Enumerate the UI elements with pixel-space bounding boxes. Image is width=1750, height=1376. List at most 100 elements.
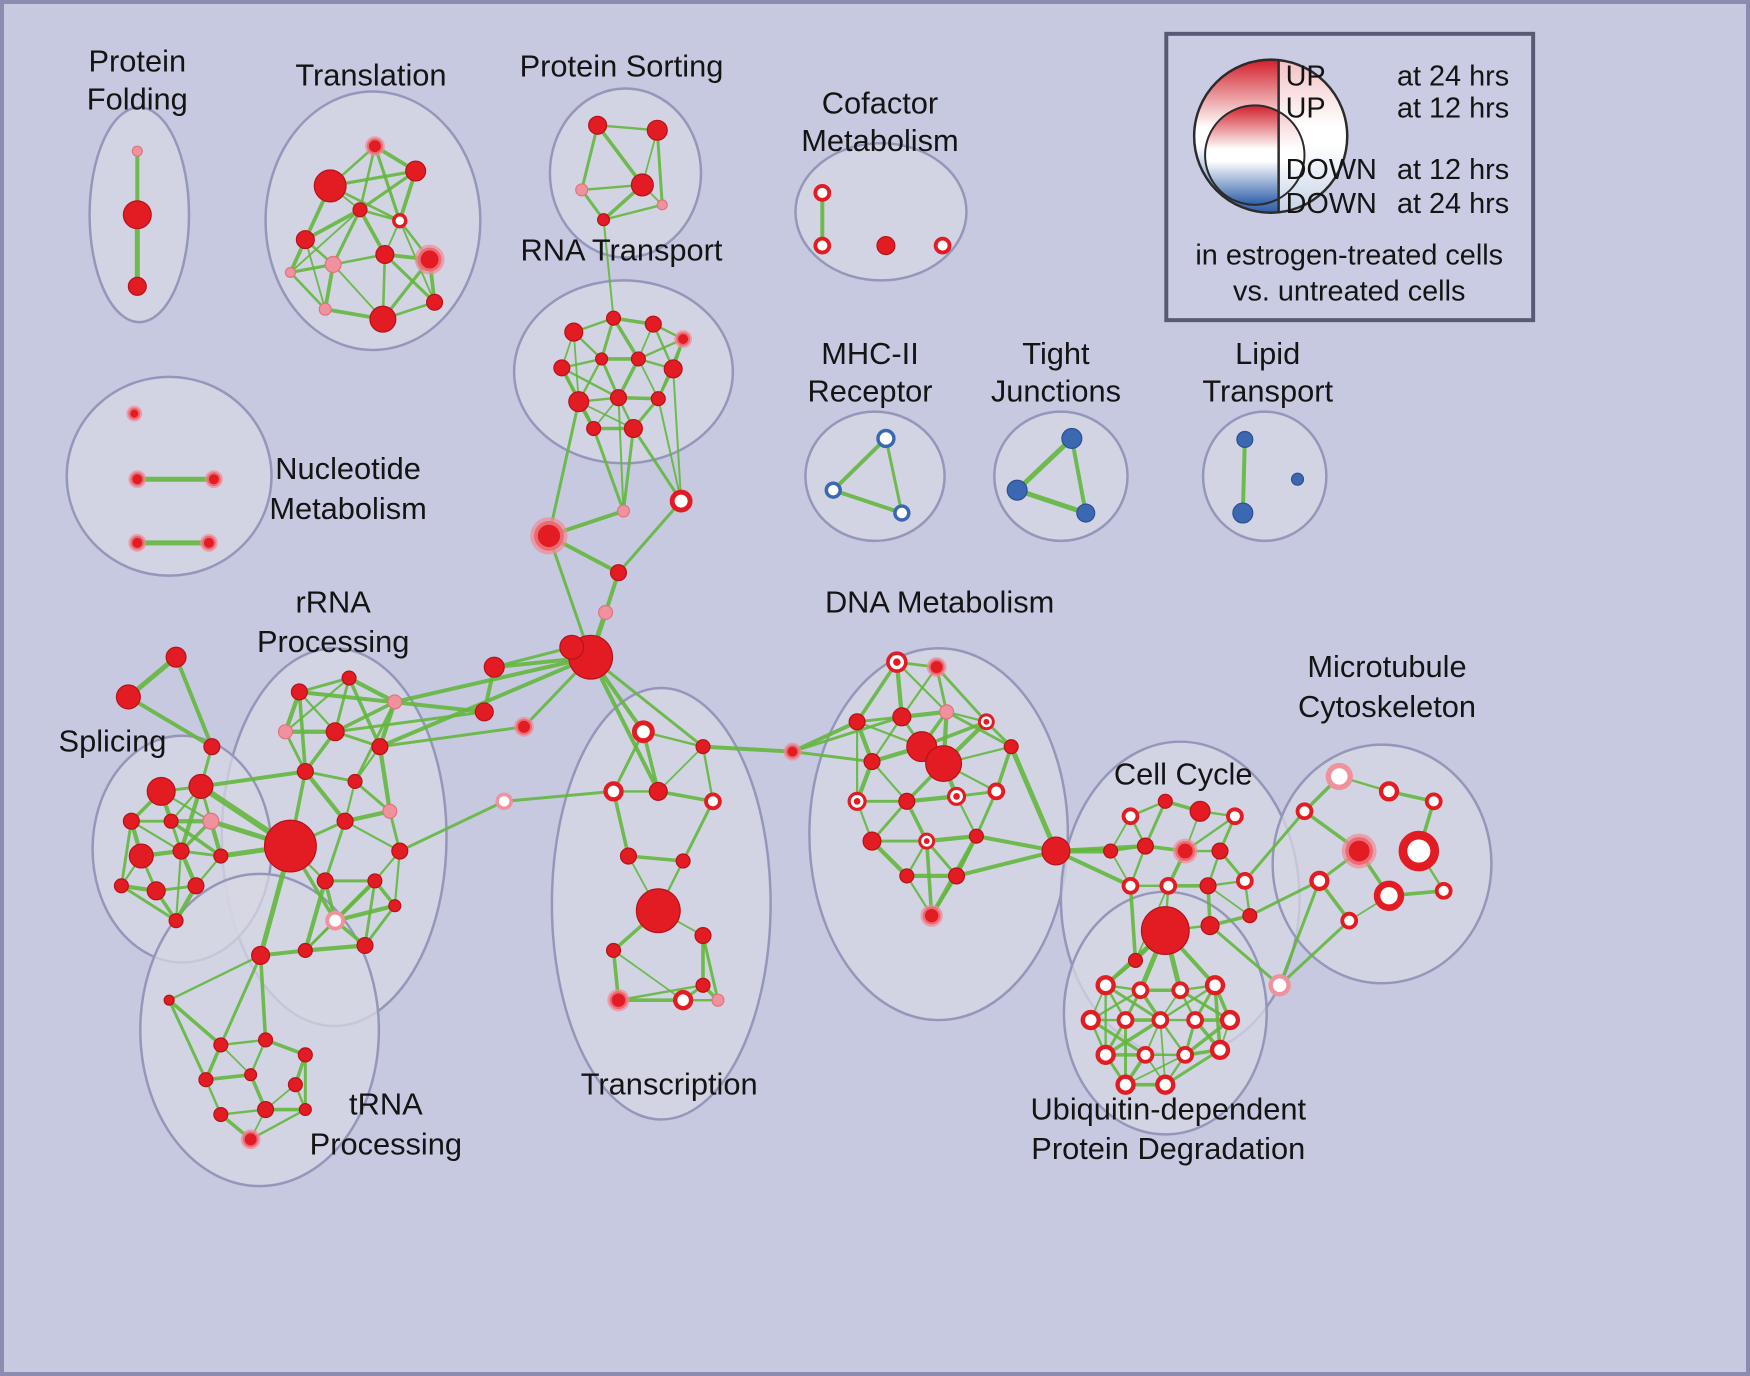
node-protein-folding:0 bbox=[131, 145, 143, 157]
node-protein-folding:2 bbox=[127, 276, 147, 296]
legend-footer-0: in estrogen-treated cells bbox=[1195, 239, 1503, 271]
edge-translation:9-translation:3 bbox=[304, 238, 327, 311]
ellipse-mhc bbox=[804, 410, 946, 543]
nodes bbox=[113, 115, 1453, 1150]
edge-cellcycle:14-microtubule:6 bbox=[1248, 879, 1321, 918]
edge-protein-sorting:1-protein-sorting:5 bbox=[655, 128, 664, 207]
node-microtubule:4 bbox=[1341, 833, 1377, 869]
node-cellcycle:3 bbox=[1226, 807, 1244, 826]
node-ubiquitin:13 bbox=[1115, 1074, 1136, 1095]
node-rrna:4 bbox=[325, 722, 345, 742]
node-core-dna:15 bbox=[923, 838, 930, 845]
node-cellcycle:5 bbox=[1136, 837, 1154, 855]
node-rrna:3 bbox=[277, 724, 294, 740]
node-transcription:0 bbox=[631, 720, 655, 744]
node-conn:1 bbox=[616, 504, 631, 518]
edge-transcription:2-transcription:5 bbox=[611, 789, 631, 858]
edge-translation:9-translation:12 bbox=[289, 271, 327, 311]
node-dna:7 bbox=[925, 745, 963, 783]
node-trna:3 bbox=[258, 1032, 274, 1048]
node-trna:5 bbox=[198, 1072, 214, 1088]
edge-splicing:2-splicing:6 bbox=[130, 820, 183, 853]
edge-translation:12-translation:4 bbox=[289, 208, 361, 274]
node-rrna:0 bbox=[290, 683, 308, 701]
edge-triangle:0-triangle:2 bbox=[174, 655, 214, 749]
node-dna:19 bbox=[920, 904, 943, 927]
edge-rna-transport:8-conn:2 bbox=[547, 400, 581, 538]
node-translation:6 bbox=[324, 255, 342, 274]
edge-splicing:10-splicing:11 bbox=[119, 884, 178, 923]
label-lipid-0: Lipid bbox=[1235, 336, 1300, 371]
node-dna:4 bbox=[939, 704, 955, 720]
edge-transcription:1-transcription:4 bbox=[701, 745, 715, 803]
edge-ubiquitin:3-ubiquitin:12 bbox=[1213, 983, 1222, 1052]
edge-rrna:15-rrna:12 bbox=[303, 878, 328, 953]
node-transcription:7 bbox=[635, 888, 681, 934]
node-transcription:4 bbox=[704, 792, 722, 811]
node-ubiquitin:7 bbox=[1186, 1011, 1205, 1029]
node-rna-transport:7 bbox=[663, 359, 683, 379]
node-cellcycle:13 bbox=[1200, 916, 1220, 936]
legend-time-3: at 24 hrs bbox=[1397, 188, 1509, 220]
edge-translation:1-translation:5 bbox=[373, 144, 402, 223]
node-transcription:9 bbox=[694, 927, 712, 945]
label-cofactor-0: Cofactor bbox=[822, 85, 938, 120]
edge-conn:11-dna:3 bbox=[790, 715, 904, 754]
edge-tight:0-tight:1 bbox=[1014, 435, 1075, 493]
node-trna:4 bbox=[297, 1047, 313, 1063]
node-translation:7 bbox=[375, 244, 395, 265]
edge-transcription:11-transcription:10 bbox=[617, 984, 705, 1002]
node-conn:12 bbox=[1041, 836, 1071, 866]
edge-rrna:9-rrna:11 bbox=[344, 820, 401, 853]
node-rrna:12 bbox=[316, 872, 334, 890]
node-rna-transport:4 bbox=[553, 359, 571, 377]
node-microtubule:2 bbox=[1424, 792, 1443, 811]
node-translation:5 bbox=[392, 213, 408, 229]
node-mhc:1 bbox=[824, 481, 842, 499]
node-lipid:1 bbox=[1232, 502, 1254, 524]
edge-dna:9-dna:4 bbox=[945, 710, 1013, 749]
node-splicing:4 bbox=[202, 812, 220, 830]
edge-tight:0-tight:2 bbox=[1069, 436, 1088, 516]
edge-rrna:3-rrna:1 bbox=[284, 676, 351, 733]
node-rna-transport:6 bbox=[630, 351, 646, 367]
node-rrna:5 bbox=[371, 738, 389, 756]
node-microtubule:5 bbox=[1398, 830, 1440, 872]
edge-rrna:1-rrna:2 bbox=[346, 675, 397, 705]
edge-dna:5-dna:11 bbox=[870, 760, 908, 803]
edge-dna:1-dna:3 bbox=[900, 666, 938, 718]
edge-ubiquitin:13-ubiquitin:11 bbox=[1124, 1053, 1187, 1086]
node-cofactor:1 bbox=[813, 236, 832, 255]
edge-ubiquitin:4-ubiquitin:10 bbox=[1089, 1018, 1147, 1057]
node-protein-sorting:5 bbox=[656, 199, 668, 211]
node-dna:17 bbox=[899, 868, 915, 884]
legend-dir-2: DOWN bbox=[1286, 154, 1377, 186]
node-triangle:2 bbox=[203, 738, 221, 756]
edge-protein-sorting:4-rna-transport:1 bbox=[602, 218, 615, 320]
edge-conn:11-dna:5 bbox=[790, 750, 874, 764]
label-mhc-1: Receptor bbox=[808, 374, 933, 409]
node-rrna:10 bbox=[382, 803, 398, 819]
node-translation:2 bbox=[405, 160, 427, 182]
node-conn:9 bbox=[514, 716, 534, 737]
ellipse-microtubule bbox=[1271, 743, 1493, 985]
node-transcription:3 bbox=[648, 781, 668, 801]
edge-triangle:1-triangle:2 bbox=[126, 694, 214, 749]
node-splicing:2 bbox=[122, 812, 140, 830]
node-ubiquitin:0 bbox=[1095, 975, 1116, 996]
edge-dna:18-conn:12 bbox=[954, 849, 1058, 878]
node-rrna:9 bbox=[336, 812, 354, 830]
node-triangle:1 bbox=[115, 684, 141, 710]
node-core-dna:8 bbox=[983, 718, 990, 725]
edge-ubiquitin:9-ubiquitin:6 bbox=[1103, 1018, 1163, 1057]
edge-protein-sorting:4-protein-sorting:5 bbox=[602, 203, 664, 221]
node-dna:18 bbox=[947, 867, 966, 885]
node-cellcycle:11 bbox=[1235, 871, 1254, 890]
node-rrna:11 bbox=[391, 842, 409, 860]
node-lipid:2 bbox=[1290, 472, 1305, 486]
node-trna:10 bbox=[298, 1102, 312, 1117]
node-splicing:5 bbox=[128, 843, 154, 869]
